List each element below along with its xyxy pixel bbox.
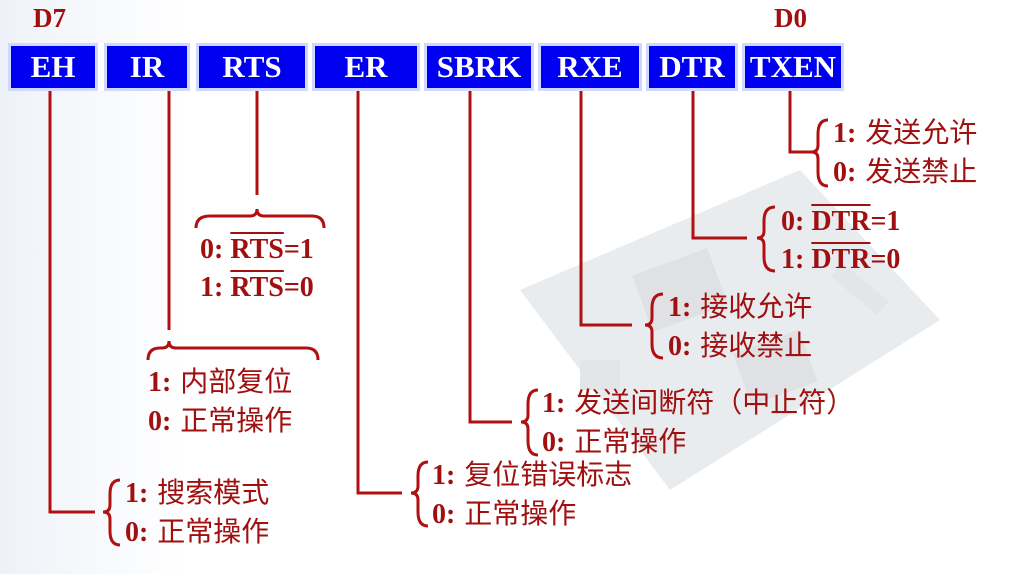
rts-option-0: 0: RTS=1 [200,234,314,265]
bit-txen: TXEN [742,43,844,91]
sbrk-option-1: 1: 发送间断符（中止符） [542,386,855,419]
eh-option-0: 0: 正常操作 [125,515,270,548]
bit-rts: RTS [196,43,308,91]
er-option-0: 0: 正常操作 [432,497,577,530]
bit-eh: EH [8,43,98,91]
er-connector [356,91,402,495]
sbrk-description: 1: 发送间断符（中止符） 0: 正常操作 [542,384,854,462]
rts-brace [194,208,326,229]
rxe-description: 1: 接收允许 0: 接收禁止 [668,288,812,366]
bit-rxe: RXE [538,43,642,91]
eh-option-1: 1: 搜索模式 [125,476,270,509]
sbrk-brace [520,388,539,457]
ir-description: 1: 内部复位 0: 正常操作 [148,363,292,441]
dtr-brace [756,205,776,273]
control-register: EH IR RTS ER SBRK RXE DTR TXEN [8,43,844,91]
bit-sbrk: SBRK [424,43,534,91]
bit-dtr: DTR [646,43,738,91]
dtr-description: 0: DTR=1 1: DTR=0 [781,203,900,279]
msb-label: D7 [33,3,66,33]
rts-description: 0: RTS=1 1: RTS=0 [200,231,314,307]
rts-option-1: 1: RTS=0 [200,272,314,303]
rxe-brace [644,292,664,360]
dtr-option-0: 0: DTR=1 [781,206,901,237]
sbrk-option-0: 0: 正常操作 [542,425,687,458]
ir-option-1: 1: 内部复位 [148,365,293,398]
txen-connector [788,91,812,154]
sbrk-connector [468,91,512,424]
dtr-connector [691,91,747,240]
er-option-1: 1: 复位错误标志 [432,458,633,491]
rxe-option-0: 0: 接收禁止 [668,329,813,362]
er-description: 1: 复位错误标志 0: 正常操作 [432,456,632,534]
txen-brace [811,118,829,188]
bit-ir: IR [104,43,190,91]
eh-brace [102,478,121,547]
rxe-option-1: 1: 接收允许 [668,290,813,323]
eh-connector [48,91,95,514]
txen-option-0: 0: 发送禁止 [833,155,978,188]
motherboard-background-image [520,170,940,490]
dtr-option-1: 1: DTR=0 [781,244,901,275]
bit-er: ER [312,43,420,91]
ir-option-0: 0: 正常操作 [148,404,293,437]
eh-description: 1: 搜索模式 0: 正常操作 [125,474,269,552]
er-brace [410,460,429,528]
ir-brace [146,340,320,361]
txen-description: 1: 发送允许 0: 发送禁止 [833,114,977,192]
lsb-label: D0 [774,3,807,33]
rxe-connector [579,91,632,327]
txen-option-1: 1: 发送允许 [833,116,978,149]
